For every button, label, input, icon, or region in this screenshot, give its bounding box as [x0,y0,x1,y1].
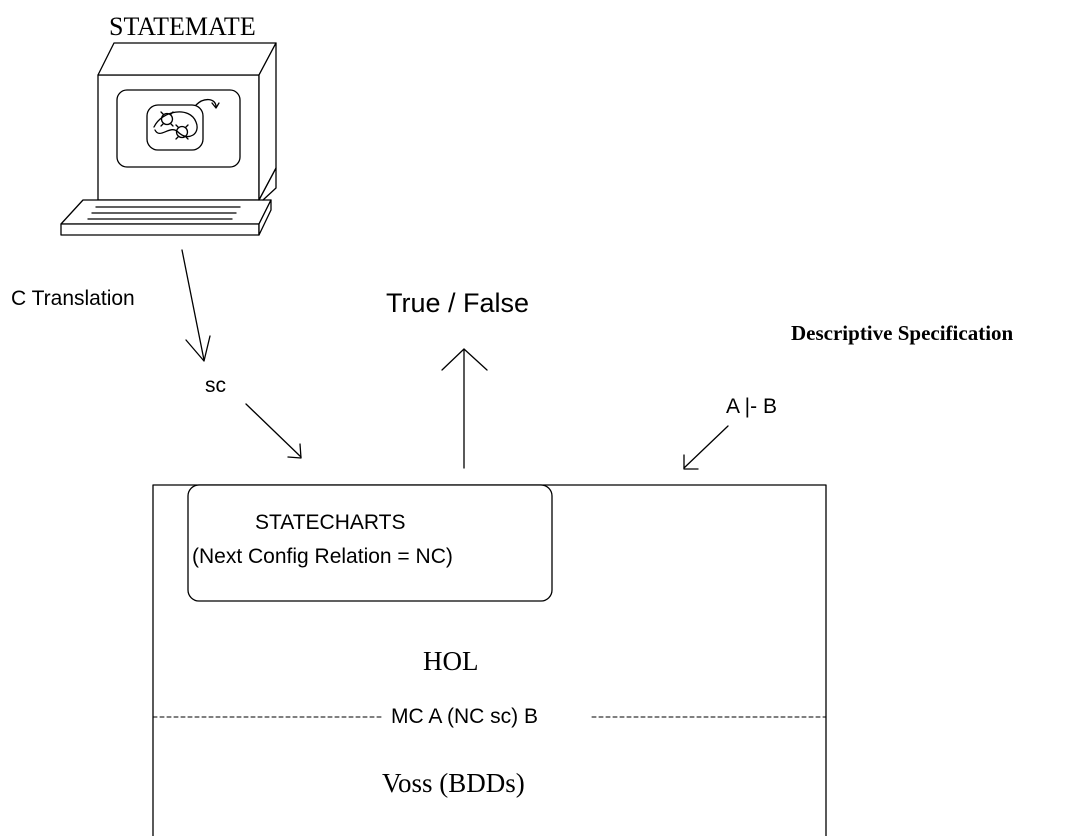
translation-arrow [181,249,211,362]
spec-title: Descriptive Specification [791,321,1014,345]
mc-label: MC A (NC sc) B [388,706,542,727]
result-arrow [441,348,488,469]
spec-input-arrow [683,425,729,470]
statechart-screen-icon [146,98,220,151]
statecharts-box [187,484,553,602]
result-label: True / False [386,288,530,318]
statecharts-title: STATECHARTS [255,511,406,534]
statecharts-subtitle: (Next Config Relation = NC) [192,545,453,568]
translation-label: C Translation [11,287,135,310]
spec-formula: A |- B [726,395,777,418]
sc-label: sc [205,374,226,397]
statemate-title: STATEMATE [109,12,256,41]
hol-label: HOL [423,646,479,676]
computer-icon [60,42,277,236]
voss-label: Voss (BDDs) [382,768,525,798]
sc-input-arrow [245,403,302,459]
